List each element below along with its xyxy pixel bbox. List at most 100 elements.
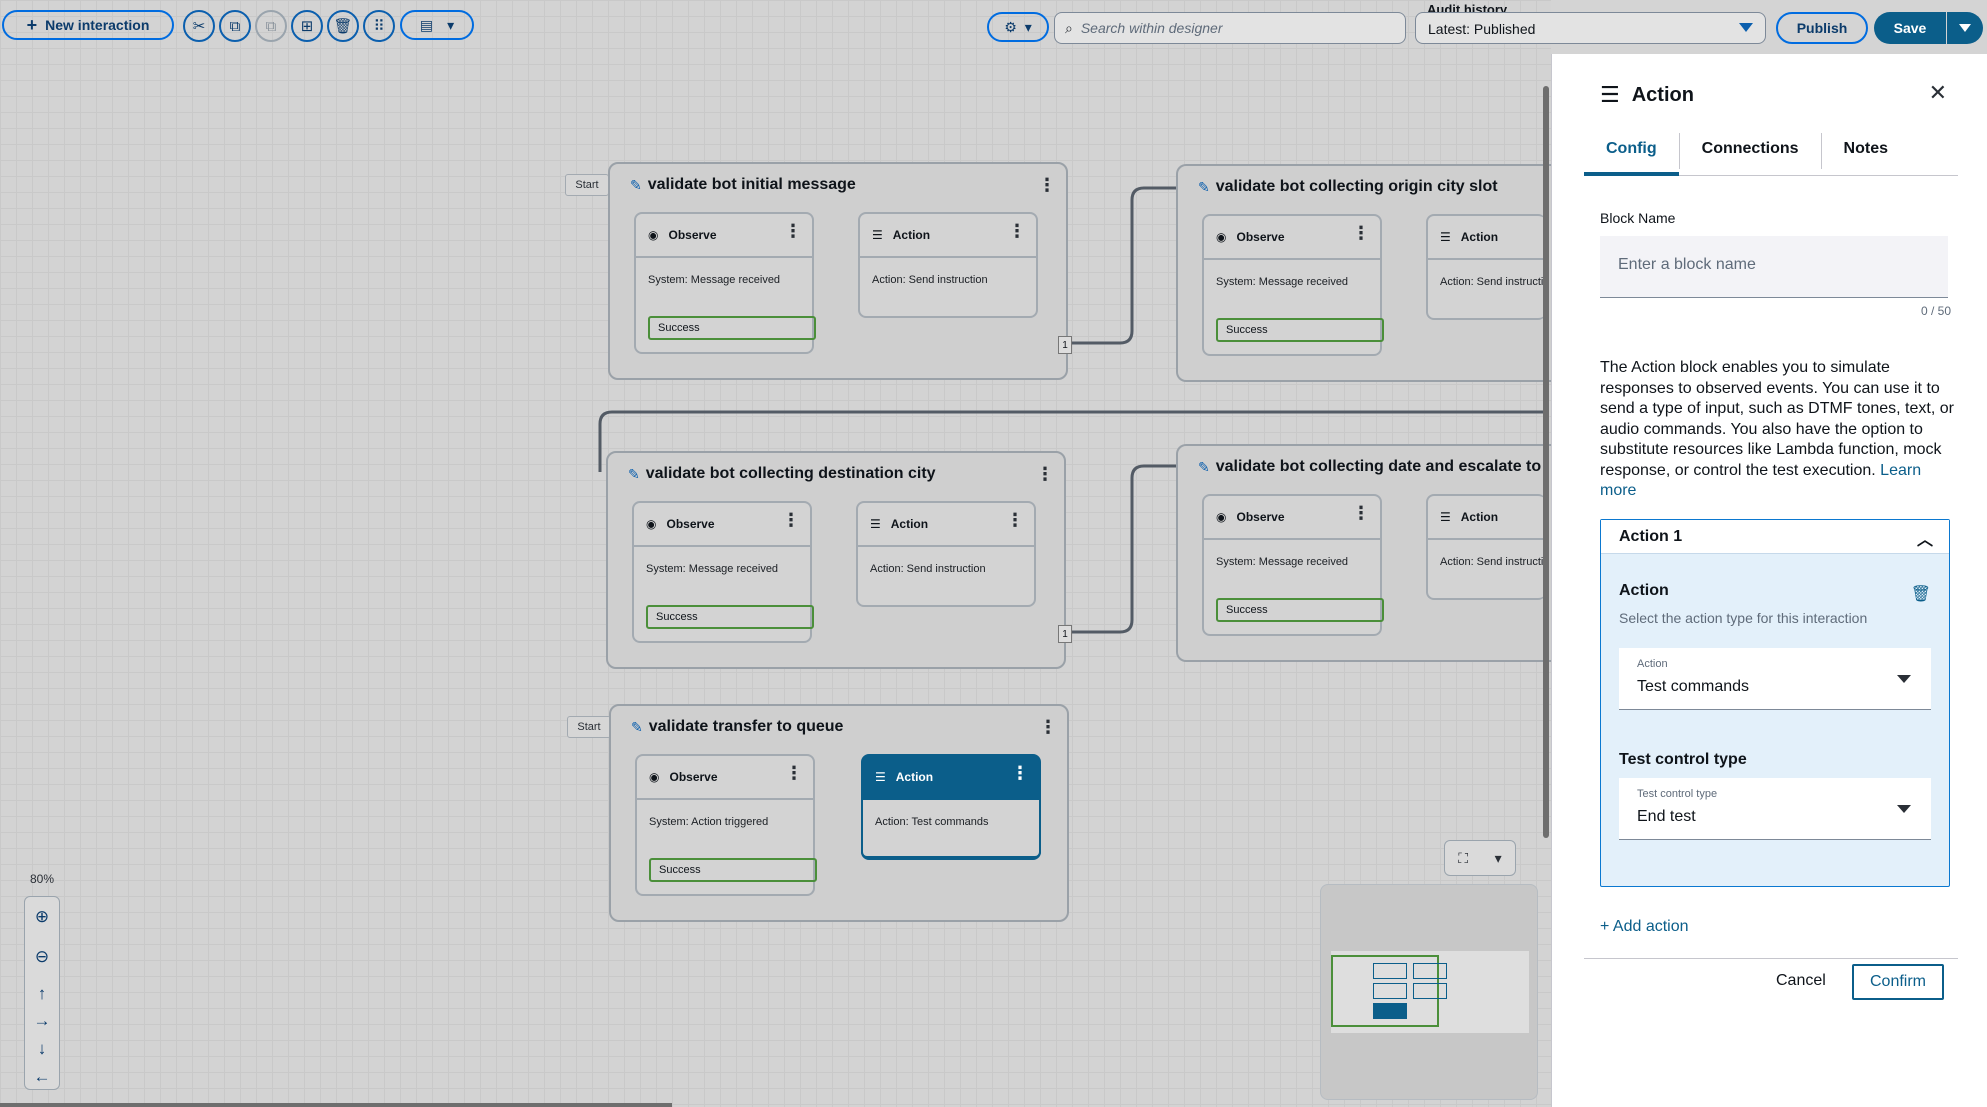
observe-block[interactable]: ◉Observe ⋮ System: Message received Succ… <box>1202 494 1384 636</box>
learn-more-link[interactable]: Learn more <box>1600 461 1922 500</box>
arrow-up-icon[interactable]: ↑ <box>37 984 47 1003</box>
block-label: Action <box>892 228 931 242</box>
eye-icon: ◉ <box>649 770 660 784</box>
cancel-button[interactable]: Cancel <box>1776 972 1826 989</box>
more-options-icon[interactable]: ⋮ <box>785 763 803 783</box>
action-block[interactable]: ☰Action Action: Send instruction <box>1426 494 1546 600</box>
observe-block[interactable]: ◉Observe ⋮ System: Message received Succ… <box>634 212 816 354</box>
chevron-down-icon: ▾ <box>447 16 455 33</box>
save-options-button[interactable] <box>1947 12 1983 44</box>
block-body: Action: Test commands <box>861 800 1041 858</box>
minimap-block-selected <box>1373 1003 1407 1019</box>
zoom-out-icon[interactable]: ⊖ <box>34 947 50 966</box>
list-icon: ☰ <box>1440 230 1451 244</box>
block-name-input[interactable]: Enter a block name <box>1600 236 1948 298</box>
pencil-icon: ✎ <box>628 465 640 482</box>
test-control-title: Test control type <box>1619 751 1747 768</box>
observe-block[interactable]: ◉Observe ⋮ System: Action triggered Succ… <box>635 754 817 896</box>
action-block-selected[interactable]: ☰Action ⋮ Action: Test commands <box>861 754 1041 860</box>
cut-icon[interactable]: ✂ <box>183 10 215 42</box>
observe-block[interactable]: ◉Observe ⋮ System: Message received Succ… <box>1202 214 1384 356</box>
success-port[interactable]: Success <box>1216 598 1384 622</box>
paste-icon[interactable]: ⧉ <box>255 10 287 42</box>
observe-block[interactable]: ◉Observe ⋮ System: Message received Succ… <box>632 501 814 643</box>
search-input[interactable]: ⌕ Search within designer <box>1054 12 1406 44</box>
more-options-icon[interactable]: ⋮ <box>1039 717 1057 737</box>
success-port[interactable]: Success <box>646 605 814 629</box>
caret-down-icon <box>1897 675 1911 683</box>
fit-view-button[interactable]: ⛶ ▾ <box>1444 840 1516 876</box>
panel-tabs: Config Connections Notes <box>1584 126 1958 176</box>
more-options-icon[interactable]: ⋮ <box>1352 503 1370 523</box>
save-button[interactable]: Save <box>1874 12 1946 44</box>
minimap[interactable] <box>1320 884 1538 1100</box>
audit-history-select[interactable]: Latest: Published <box>1415 12 1766 44</box>
card-title-text: validate bot collecting destination city <box>645 465 936 482</box>
audit-history-value: Latest: Published <box>1428 21 1536 37</box>
vertical-scrollbar[interactable] <box>1543 86 1549 838</box>
more-options-icon[interactable]: ⋮ <box>1352 223 1370 243</box>
action-block[interactable]: ☰Action ⋮ Action: Send instruction <box>858 212 1038 318</box>
tab-connections[interactable]: Connections <box>1701 140 1799 157</box>
more-options-icon[interactable]: ⋮ <box>782 510 800 530</box>
confirm-button[interactable]: Confirm <box>1852 964 1944 1000</box>
add-action-link[interactable]: + Add action <box>1600 918 1689 935</box>
card-title: ✎ validate bot collecting destination cit… <box>628 465 936 483</box>
minimap-block <box>1373 963 1407 979</box>
arrow-left-icon[interactable]: ← <box>33 1067 51 1086</box>
horizontal-scrollbar[interactable] <box>0 1103 672 1107</box>
test-control-select[interactable]: Test control type End test <box>1619 778 1931 840</box>
output-port[interactable]: 1 <box>1058 625 1072 643</box>
gear-icon: ⚙ <box>1004 18 1017 35</box>
success-port[interactable]: Success <box>649 858 817 882</box>
tab-notes[interactable]: Notes <box>1843 140 1888 157</box>
interaction-card[interactable]: ✎validate transfer to queue ⋮ ◉Observe ⋮… <box>609 704 1069 922</box>
trash-icon[interactable]: 🗑 <box>1910 586 1931 603</box>
new-interaction-button[interactable]: + New interaction <box>2 10 174 40</box>
accordion-header[interactable]: Action 1 ︿ <box>1601 520 1949 554</box>
more-options-icon[interactable]: ⋮ <box>1036 464 1054 484</box>
action-section-subtitle: Select the action type for this interact… <box>1619 610 1868 626</box>
eye-icon: ◉ <box>1216 510 1227 524</box>
action-block[interactable]: ☰Action ⋮ Action: Send instruction <box>856 501 1036 607</box>
close-icon[interactable]: ✕ <box>1928 80 1947 105</box>
arrow-down-icon[interactable]: ↓ <box>37 1039 47 1058</box>
output-port[interactable]: 1 <box>1058 336 1072 354</box>
arrange-icon[interactable]: ⊞ <box>291 10 323 42</box>
card-title-text: validate bot collecting date and escalat… <box>1215 458 1542 475</box>
more-options-icon[interactable]: ⋮ <box>784 221 802 241</box>
more-options-icon[interactable]: ⋮ <box>1011 763 1029 783</box>
accordion-title: Action 1 <box>1619 527 1683 545</box>
minimap-area <box>1331 951 1529 1033</box>
minimap-block <box>1373 983 1407 999</box>
more-options-icon[interactable]: ⋮ <box>1038 175 1056 195</box>
success-port[interactable]: Success <box>648 316 816 340</box>
interaction-card[interactable]: ✎validate bot initial message ⋮ ◉Observe… <box>608 162 1072 380</box>
list-icon: ☰ <box>872 228 883 242</box>
minimap-viewport[interactable] <box>1331 955 1439 1027</box>
block-name-placeholder: Enter a block name <box>1618 256 1756 273</box>
publish-button[interactable]: Publish <box>1776 12 1868 44</box>
card-title-text: validate bot initial message <box>647 176 856 193</box>
tab-separator <box>1678 133 1680 169</box>
interaction-card[interactable]: ✎validate bot collecting date and escala… <box>1176 444 1551 662</box>
action-type-select[interactable]: Action Test commands <box>1619 648 1931 710</box>
new-interaction-label: New interaction <box>45 17 150 33</box>
copy-icon[interactable]: ⧉ <box>219 10 251 42</box>
settings-dropdown-button[interactable]: ⚙ ▾ <box>987 12 1049 42</box>
notes-dropdown-button[interactable]: ▤ ▾ <box>400 10 474 40</box>
more-options-icon[interactable]: ⋮ <box>1008 221 1026 241</box>
interaction-card[interactable]: ✎validate bot collecting origin city slo… <box>1176 164 1551 382</box>
delete-icon[interactable]: 🗑 <box>327 10 359 42</box>
arrow-right-icon[interactable]: → <box>33 1011 51 1030</box>
more-options-icon[interactable]: ⋮ <box>1006 510 1024 530</box>
action-block[interactable]: ☰Action Action: Send instruction <box>1426 214 1546 320</box>
zoom-in-icon[interactable]: ⊕ <box>34 907 50 926</box>
interaction-card[interactable]: ✎ validate bot collecting destination cit… <box>606 451 1072 669</box>
designer-canvas[interactable]: + New interaction ✂ ⧉ ⧉ ⊞ 🗑 ⠿ ▤ ▾ ⚙ ▾ St… <box>0 0 1551 1107</box>
tab-config[interactable]: Config <box>1584 126 1679 176</box>
chevron-up-icon[interactable]: ︿ <box>1916 532 1933 549</box>
success-port[interactable]: Success <box>1216 318 1384 342</box>
pencil-icon: ✎ <box>631 718 643 735</box>
drag-grid-icon[interactable]: ⠿ <box>363 10 395 42</box>
